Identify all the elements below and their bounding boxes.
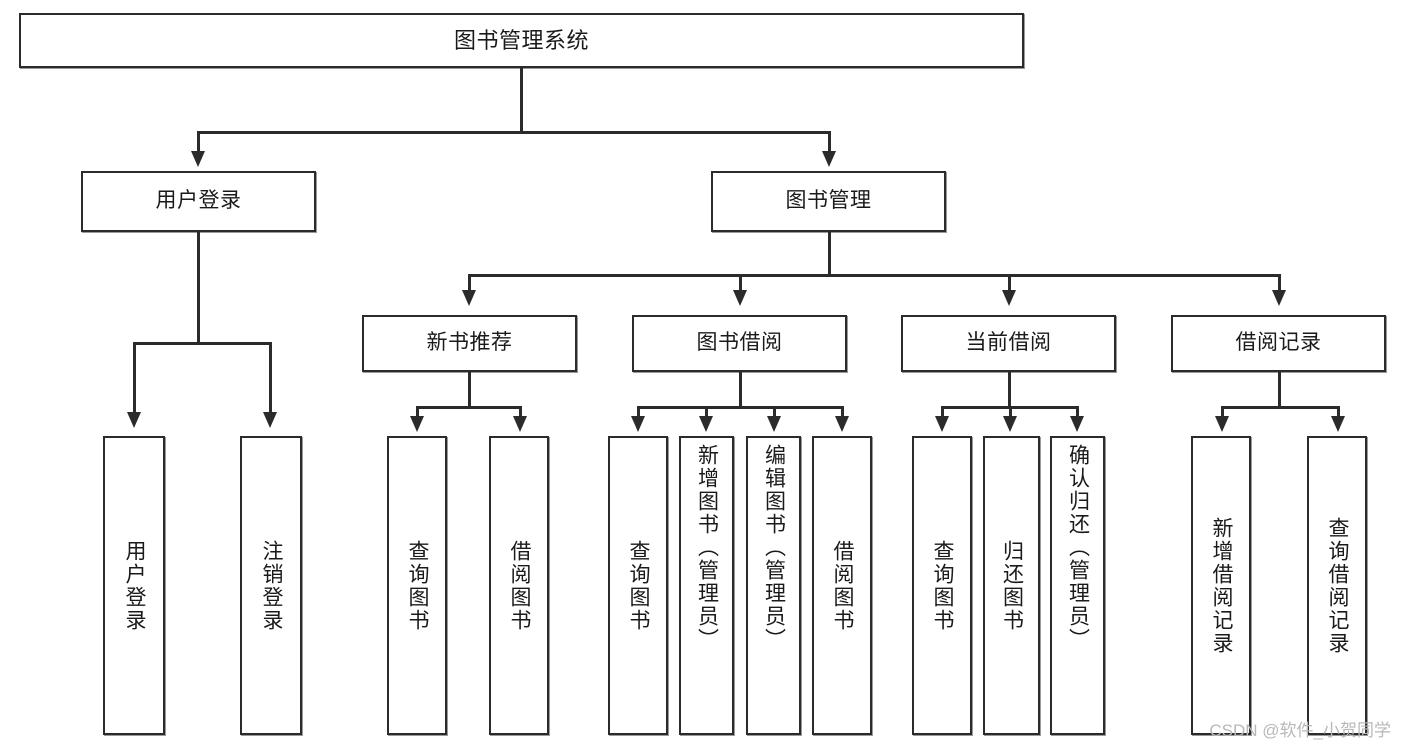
node-root[interactable]: 图书管理系统	[19, 13, 1024, 68]
leaf-user-login-label: 用户登录	[123, 539, 147, 632]
node-book-management-label: 图书管理	[785, 189, 872, 213]
arrowhead-borrow-record	[1272, 290, 1286, 306]
connector-cb-to-leaf-3	[1076, 406, 1079, 420]
arrowhead-leaf-confirm-return	[1070, 416, 1084, 432]
connector-root-to-book-management	[828, 131, 831, 155]
node-book-borrow[interactable]: 图书借阅	[632, 315, 847, 372]
leaf-add-record-label: 新增借阅记录	[1210, 516, 1234, 655]
arrowhead-user-login	[191, 151, 205, 167]
arrowhead-leaf-user-login	[127, 412, 141, 428]
arrowhead-book-borrow	[733, 290, 747, 306]
leaf-edit-book-label: 编辑图书（管理员）	[762, 444, 786, 651]
node-borrow-record-label: 借阅记录	[1235, 331, 1322, 355]
node-current-borrow[interactable]: 当前借阅	[901, 315, 1116, 372]
connector-user-login-to-leaf-1	[133, 342, 136, 416]
arrowhead-leaf-borrow-book-2	[835, 416, 849, 432]
connector-bm-to-borrow-record	[1278, 274, 1281, 294]
leaf-borrow-book-1-label: 借阅图书	[508, 539, 532, 632]
leaf-logout-label: 注销登录	[260, 539, 284, 632]
arrowhead-leaf-add-record	[1215, 416, 1229, 432]
node-book-borrow-label: 图书借阅	[696, 331, 783, 355]
leaf-edit-book[interactable]: 编辑图书（管理员）	[746, 436, 801, 735]
leaf-logout[interactable]: 注销登录	[240, 436, 302, 735]
connector-bb-to-leaf-4	[841, 406, 844, 420]
node-user-login-label: 用户登录	[155, 189, 242, 213]
arrowhead-leaf-borrow-book-1	[513, 416, 527, 432]
connector-cb-to-leaf-2	[1009, 406, 1012, 420]
leaf-add-book-label: 新增图书（管理员）	[695, 444, 719, 651]
arrowhead-leaf-add-book	[699, 416, 713, 432]
connector-bm-to-new-book	[468, 274, 471, 294]
connector-bb-to-leaf-1	[637, 406, 640, 420]
connector-user-login-bus	[133, 342, 272, 345]
arrowhead-leaf-query-book-1	[410, 416, 424, 432]
leaf-user-login[interactable]: 用户登录	[103, 436, 165, 735]
leaf-confirm-return-label: 确认归还（管理员）	[1066, 444, 1090, 651]
connector-current-borrow-stem	[1008, 372, 1011, 406]
node-book-management[interactable]: 图书管理	[711, 171, 946, 232]
leaf-confirm-return[interactable]: 确认归还（管理员）	[1050, 436, 1105, 735]
leaf-return-book-label: 归还图书	[1000, 539, 1024, 632]
connector-book-management-stem	[828, 232, 831, 274]
leaf-query-book-1[interactable]: 查询图书	[387, 436, 447, 735]
connector-root-stem	[520, 68, 523, 131]
connector-book-borrow-bus	[637, 406, 844, 409]
arrowhead-leaf-return-book	[1003, 416, 1017, 432]
leaf-query-book-2[interactable]: 查询图书	[608, 436, 668, 735]
node-user-login[interactable]: 用户登录	[81, 171, 316, 232]
connector-bb-to-leaf-2	[705, 406, 708, 420]
node-new-book-recommend-label: 新书推荐	[426, 331, 513, 355]
arrowhead-leaf-query-record	[1331, 416, 1345, 432]
connector-user-login-stem	[197, 232, 200, 342]
connector-bm-to-book-borrow	[739, 274, 742, 294]
connector-nb-to-leaf-1	[416, 406, 419, 420]
connector-bm-to-current-borrow	[1008, 274, 1011, 294]
leaf-query-book-3[interactable]: 查询图书	[912, 436, 972, 735]
arrowhead-new-book-recommend	[462, 290, 476, 306]
arrowhead-book-management	[822, 151, 836, 167]
leaf-add-record[interactable]: 新增借阅记录	[1191, 436, 1251, 735]
leaf-add-book[interactable]: 新增图书（管理员）	[679, 436, 734, 735]
connector-book-borrow-stem	[739, 372, 742, 406]
arrowhead-leaf-query-book-2	[631, 416, 645, 432]
leaf-query-record-label: 查询借阅记录	[1326, 516, 1350, 655]
leaf-borrow-book-1[interactable]: 借阅图书	[489, 436, 549, 735]
node-borrow-record[interactable]: 借阅记录	[1171, 315, 1386, 372]
connector-book-management-bus	[468, 274, 1280, 277]
connector-user-login-to-leaf-2	[269, 342, 272, 416]
node-current-borrow-label: 当前借阅	[965, 331, 1052, 355]
arrowhead-leaf-query-book-3	[935, 416, 949, 432]
arrowhead-current-borrow	[1002, 290, 1016, 306]
watermark-text: CSDN @软件_小贺同学	[1209, 721, 1391, 740]
connector-borrow-record-stem	[1278, 372, 1281, 406]
leaf-query-book-3-label: 查询图书	[931, 539, 955, 632]
leaf-borrow-book-2-label: 借阅图书	[831, 539, 855, 632]
arrowhead-leaf-logout	[263, 412, 277, 428]
connector-br-to-leaf-1	[1221, 406, 1224, 420]
connector-cb-to-leaf-1	[941, 406, 944, 420]
connector-root-to-user-login	[197, 131, 200, 155]
node-new-book-recommend[interactable]: 新书推荐	[362, 315, 577, 372]
connector-root-bus	[197, 131, 830, 134]
leaf-borrow-book-2[interactable]: 借阅图书	[812, 436, 872, 735]
leaf-query-book-1-label: 查询图书	[406, 539, 430, 632]
connector-nb-to-leaf-2	[519, 406, 522, 420]
connector-br-to-leaf-2	[1337, 406, 1340, 420]
leaf-query-book-2-label: 查询图书	[627, 539, 651, 632]
arrowhead-leaf-edit-book	[767, 416, 781, 432]
connector-borrow-record-bus	[1221, 406, 1339, 409]
connector-new-book-bus	[416, 406, 522, 409]
leaf-query-record[interactable]: 查询借阅记录	[1307, 436, 1367, 735]
connector-new-book-stem	[468, 372, 471, 406]
leaf-return-book[interactable]: 归还图书	[983, 436, 1040, 735]
node-root-label: 图书管理系统	[453, 27, 589, 53]
connector-bb-to-leaf-3	[773, 406, 776, 420]
